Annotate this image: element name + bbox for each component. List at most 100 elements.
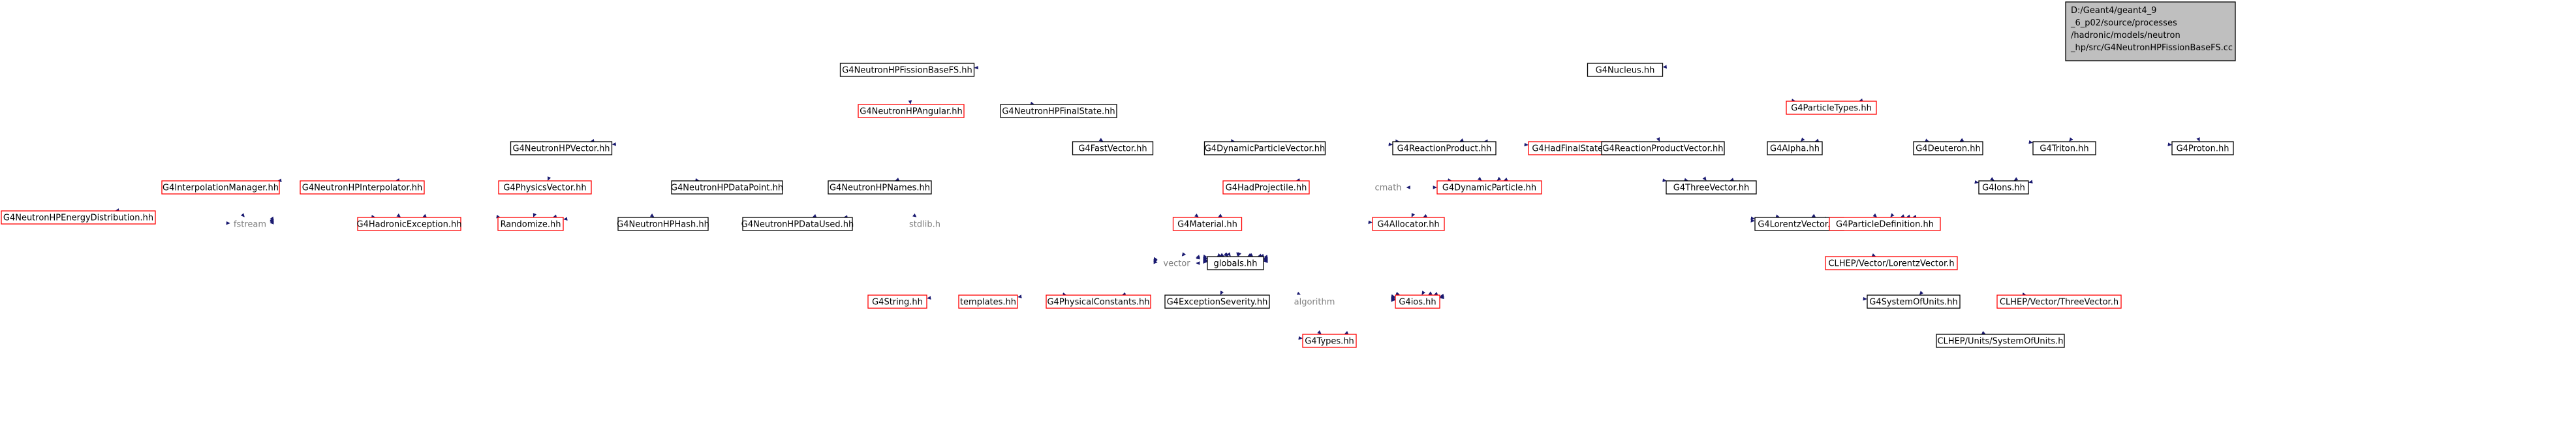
edge-nucleus-to-reactprod [1459, 138, 1464, 142]
node-nucleus[interactable]: G4Nucleus.hh [1587, 63, 1664, 77]
node-dataused[interactable]: G4NeutronHPDataUsed.hh [741, 217, 854, 231]
edge-names-to-g4ios [1391, 294, 1395, 298]
edge-g4ios-to-g4types [1344, 330, 1349, 334]
node-fstream: fstream [230, 217, 270, 231]
node-label-parttypes: G4ParticleTypes.hh [1791, 104, 1872, 114]
edge-hadexc-to-globals [1203, 259, 1207, 264]
node-globals[interactable]: globals.hh [1207, 256, 1264, 270]
node-label-reactprodvec: G4ReactionProductVector.hh [1602, 144, 1723, 154]
node-label-vectorstd: vector [1163, 259, 1190, 269]
node-finalstate[interactable]: G4NeutronHPFinalState.hh [1000, 104, 1117, 118]
edge-root-to-threevector [1730, 178, 1735, 182]
edge-root-to-proton [2196, 137, 2200, 142]
edge-root-to-fissionbase [974, 65, 978, 70]
edge-root-to-alpha [1814, 138, 1820, 142]
node-fissionbase[interactable]: G4NeutronHPFissionBaseFS.hh [839, 63, 975, 77]
edge-nucleus-to-parttypes [1791, 99, 1796, 103]
node-label-finalstate: G4NeutronHPFinalState.hh [1002, 107, 1115, 117]
edge-lorentz-to-globals [1264, 259, 1268, 263]
node-dynvec[interactable]: G4DynamicParticleVector.hh [1203, 141, 1326, 155]
edge-ions-to-g4ios [1440, 294, 1444, 298]
edge-angular-to-globals [1217, 253, 1222, 257]
edge-hadproj-to-lorentz [1750, 219, 1755, 223]
edge-deuteron-to-globals [1264, 256, 1268, 260]
node-label-names: G4NeutronHPNames.hh [830, 183, 930, 193]
node-alpha[interactable]: G4Alpha.hh [1767, 141, 1823, 155]
node-sysunits[interactable]: G4SystemOfUnits.hh [1867, 294, 1961, 309]
edge-vector-to-vectorstd [1153, 257, 1158, 261]
edge-material-to-globals [1226, 252, 1231, 257]
node-lorentz[interactable]: G4LorentzVector.hh [1754, 217, 1844, 231]
node-label-excseverity: G4ExceptionSeverity.hh [1167, 298, 1268, 308]
node-proton[interactable]: G4Proton.hh [2171, 141, 2234, 155]
edge-threevector-to-globals [1264, 256, 1268, 260]
edge-interpmgr-to-g4ios [1391, 297, 1395, 301]
node-clhepUnits[interactable]: CLHEP/Units/SystemOfUnits.h [1936, 334, 2065, 348]
edge-vector-to-datapoint [694, 178, 700, 182]
root-file-path-line: D:/Geant4/geant4_9 [2071, 6, 2156, 16]
node-label-fstream: fstream [234, 220, 266, 230]
node-g4ios: G4ios.hh [1395, 294, 1440, 309]
edge-angular-to-randomize [552, 214, 557, 218]
node-deuteron[interactable]: G4Deuteron.hh [1913, 141, 1983, 155]
node-reactprodvec[interactable]: G4ReactionProductVector.hh [1601, 141, 1725, 155]
node-threevector[interactable]: G4ThreeVector.hh [1666, 180, 1757, 195]
node-g4types: G4Types.hh [1302, 334, 1357, 348]
edge-dynpart-to-partdef [1825, 216, 1829, 221]
node-label-hadproj: G4HadProjectile.hh [1226, 183, 1307, 193]
node-label-energydist: G4NeutronHPEnergyDistribution.hh [3, 214, 153, 223]
node-label-ions: G4Ions.hh [1982, 183, 2025, 193]
edge-proton-to-globals [1264, 257, 1268, 261]
edge-alpha-to-partdef [1872, 213, 1878, 217]
edge-proton-to-ions [2028, 180, 2033, 184]
edge-finalstate-to-vector [612, 142, 616, 146]
node-ions[interactable]: G4Ions.hh [1978, 180, 2029, 195]
edge-root-to-triton [2069, 137, 2073, 142]
node-label-physvec: G4PhysicsVector.hh [503, 183, 586, 193]
node-label-nucleus: G4Nucleus.hh [1596, 66, 1655, 76]
node-label-stdlib: stdlib.h [909, 220, 940, 230]
edge-deuteron-to-partdef [1890, 213, 1895, 217]
edge-physvec-to-physconst [1062, 292, 1067, 296]
edge-vector-to-physvec [548, 176, 551, 181]
edge-energydist-to-fstream [226, 221, 230, 225]
edge-dynvec-to-vectorstd [1181, 252, 1186, 257]
edge-globals-to-g4ios [1391, 294, 1395, 298]
node-reactprod[interactable]: G4ReactionProduct.hh [1392, 141, 1497, 155]
node-hadfinal: G4HadFinalState.hh [1528, 141, 1621, 155]
edge-reactprodvec-to-vectorstd [1196, 255, 1200, 260]
node-label-alpha: G4Alpha.hh [1770, 144, 1820, 154]
node-label-globals: globals.hh [1213, 259, 1257, 269]
node-names[interactable]: G4NeutronHPNames.hh [828, 180, 932, 195]
edge-names-to-stdlib [912, 213, 917, 217]
edge-alpha-to-ions [1974, 180, 1979, 184]
edge-alpha-to-g4ios [1433, 292, 1438, 296]
edge-vector-to-globals [1203, 255, 1207, 260]
edge-root-to-deuteron [1959, 138, 1964, 142]
node-label-hadfinal: G4HadFinalState.hh [1532, 144, 1616, 154]
edge-root-to-nucleus [1662, 65, 1667, 69]
node-triton[interactable]: G4Triton.hh [2032, 141, 2096, 155]
node-label-clhepThree: CLHEP/Vector/ThreeVector.h [2000, 298, 2118, 308]
edge-globals-to-g4string [927, 296, 931, 300]
node-label-deuteron: G4Deuteron.hh [1916, 144, 1981, 154]
node-label-sysunits: G4SystemOfUnits.hh [1869, 298, 1957, 308]
node-hash[interactable]: G4NeutronHPHash.hh [617, 217, 709, 231]
edge-deuteron-to-ions [1990, 177, 1994, 181]
edge-interpmgr-to-fstream [240, 213, 245, 217]
edge-parttypes-to-alpha [1801, 137, 1805, 142]
node-label-clhepUnits: CLHEP/Units/SystemOfUnits.h [1937, 337, 2063, 347]
edge-fissionbase-to-finalstate [1030, 101, 1035, 106]
node-datapoint[interactable]: G4NeutronHPDataPoint.hh [671, 180, 783, 195]
edge-globals-to-excseverity [1220, 291, 1224, 295]
node-interpmgr: G4InterpolationManager.hh [161, 180, 280, 195]
root-file-path-line: _hp/src/G4NeutronHPFissionBaseFS.cc [2070, 43, 2233, 53]
node-excseverity[interactable]: G4ExceptionSeverity.hh [1164, 294, 1270, 309]
node-label-hadexc: G4HadronicException.hh [357, 220, 462, 230]
node-label-lorentz: G4LorentzVector.hh [1758, 220, 1840, 230]
edge-interp-to-hadexc [396, 213, 401, 217]
node-label-dataused: G4NeutronHPDataUsed.hh [741, 220, 854, 230]
node-fastvector[interactable]: G4FastVector.hh [1072, 141, 1154, 155]
root-file-node: D:/Geant4/geant4_9_6_p02/source/processe… [2065, 1, 2236, 61]
node-vector[interactable]: G4NeutronHPVector.hh [510, 141, 613, 155]
